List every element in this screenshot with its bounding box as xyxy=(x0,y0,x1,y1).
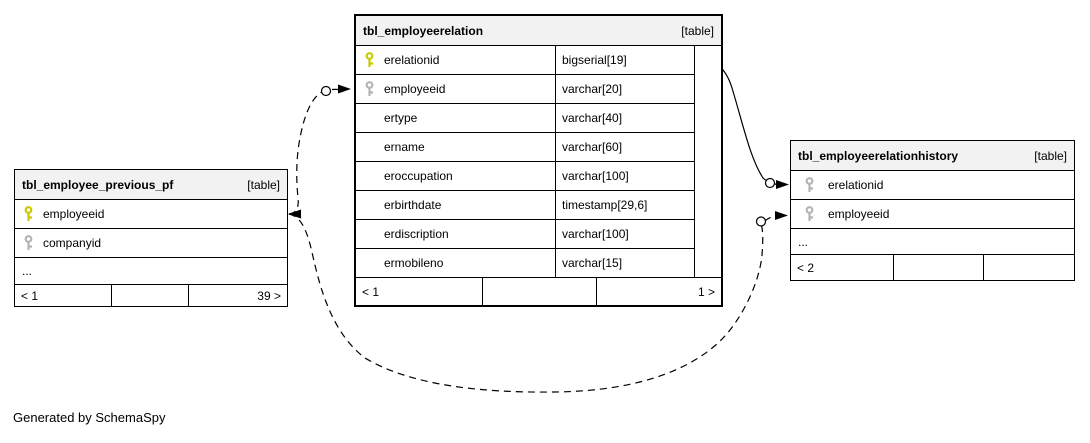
foreign-key-icon xyxy=(804,177,816,193)
footer-spacer xyxy=(111,285,188,306)
column-row: erdiscription varchar[100] xyxy=(356,220,694,249)
column-type: varchar[15] xyxy=(562,256,623,270)
column-name: companyid xyxy=(43,236,102,250)
column-row: eroccupation varchar[100] xyxy=(356,162,694,191)
table-badge: [table] xyxy=(681,23,714,38)
foreign-key-icon xyxy=(364,81,376,97)
column-row: ername varchar[60] xyxy=(356,133,694,162)
column-row: employeeid xyxy=(791,200,1074,229)
column-name: erelationid xyxy=(384,53,440,67)
circle-marker xyxy=(764,177,776,189)
table-badge: [table] xyxy=(247,177,280,192)
table-node-previous-pf: tbl_employee_previous_pf [table] employe… xyxy=(14,169,288,307)
table-header: tbl_employeerelation [table] xyxy=(356,16,721,46)
generated-by-caption: Generated by SchemaSpy xyxy=(13,410,166,425)
parent-count: < 1 xyxy=(21,288,39,303)
primary-key-icon xyxy=(364,52,376,68)
column-type: varchar[40] xyxy=(562,111,623,125)
table-header: tbl_employee_previous_pf [table] xyxy=(15,170,287,200)
arrowhead-into-relation xyxy=(338,84,351,94)
column-name: erbirthdate xyxy=(384,198,442,212)
column-name: employeeid xyxy=(384,82,446,96)
column-type: timestamp[29,6] xyxy=(562,198,648,212)
column-row: companyid xyxy=(15,229,287,258)
table-footer: < 2 xyxy=(791,254,1074,280)
column-row: erbirthdate timestamp[29,6] xyxy=(356,191,694,220)
table-title-link[interactable]: tbl_employee_previous_pf xyxy=(22,177,174,192)
column-name: ermobileno xyxy=(384,256,444,270)
child-count: 39 > xyxy=(188,285,287,306)
circle-marker xyxy=(755,216,767,227)
column-name: employeeid xyxy=(43,207,105,221)
table-title-link[interactable]: tbl_employeerelation xyxy=(363,23,484,38)
parent-count: < 1 xyxy=(362,284,380,299)
table-footer: < 1 39 > xyxy=(15,284,287,306)
more-columns-ellipsis: ... xyxy=(22,264,33,278)
column-name: erdiscription xyxy=(384,227,449,241)
column-name: eroccupation xyxy=(384,169,453,183)
column-name: erelationid xyxy=(828,178,884,192)
column-row: erelationid xyxy=(791,171,1074,200)
parent-count: < 2 xyxy=(797,260,815,275)
table-body: erelationid bigserial[19] employeeid var… xyxy=(356,46,695,277)
arrowhead-into-history-erelationid xyxy=(776,180,789,189)
more-columns-ellipsis: ... xyxy=(798,234,809,249)
table-node-history: tbl_employeerelationhistory [table] erel… xyxy=(790,140,1075,281)
edge-relation-employeeid-to-previouspf-employeeid xyxy=(288,88,340,215)
column-row: employeeid varchar[20] xyxy=(356,75,694,104)
table-footer: < 1 1 > xyxy=(356,277,721,305)
child-count xyxy=(983,255,1074,280)
column-row: erelationid bigserial[19] xyxy=(356,46,694,75)
table-body: employeeid companyid ... xyxy=(15,200,287,284)
table-node-employeerelation: tbl_employeerelation [table] erelationid… xyxy=(354,14,723,307)
column-row: ertype varchar[40] xyxy=(356,104,694,133)
foreign-key-icon xyxy=(804,206,816,222)
table-badge: [table] xyxy=(1034,148,1067,163)
column-type: varchar[20] xyxy=(562,82,623,96)
column-row: ermobileno varchar[15] xyxy=(356,249,694,277)
column-type: bigserial[19] xyxy=(562,53,627,67)
circle-marker xyxy=(320,85,332,97)
column-type: varchar[60] xyxy=(562,140,623,154)
column-name: ername xyxy=(384,140,425,154)
column-name: ertype xyxy=(384,111,418,125)
foreign-key-icon xyxy=(23,235,35,251)
footer-spacer xyxy=(893,255,983,280)
column-type: varchar[100] xyxy=(562,227,629,241)
primary-key-icon xyxy=(23,206,35,222)
column-name: employeeid xyxy=(828,207,890,221)
column-row: employeeid xyxy=(15,200,287,229)
table-header: tbl_employeerelationhistory [table] xyxy=(791,141,1074,171)
arrowhead-into-history-employeeid xyxy=(775,211,788,220)
arrowhead-into-previouspf xyxy=(288,209,301,219)
table-body: erelationid employeeid ... xyxy=(791,171,1074,254)
column-type: varchar[100] xyxy=(562,169,629,183)
child-count: 1 > xyxy=(596,278,721,305)
table-title-link[interactable]: tbl_employeerelationhistory xyxy=(798,148,959,163)
footer-spacer xyxy=(482,278,596,305)
